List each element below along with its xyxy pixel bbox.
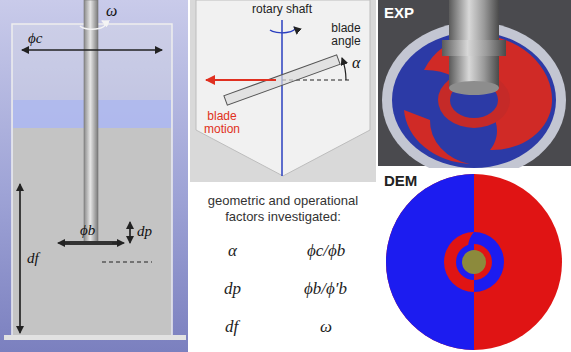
factor-cell: ϕb/ϕ′b	[304, 279, 347, 299]
dimension-label: ϕb	[80, 222, 95, 239]
dimension-label: ϕc	[28, 30, 42, 47]
angle-symbol: α	[352, 54, 360, 72]
experiment-photo	[378, 0, 571, 178]
factors-box: geometric and operational factors invest…	[190, 183, 376, 352]
dimension-label: dp	[137, 223, 152, 240]
dimension-label: df	[27, 250, 39, 267]
exp-panel: EXP	[378, 0, 571, 166]
part-label: rotary shaft	[252, 3, 312, 16]
factor-cell: ω	[320, 317, 332, 337]
factor-cell: dp	[224, 279, 241, 299]
factor-cell: α	[228, 241, 237, 261]
factor-cell: df	[225, 317, 238, 337]
factors-heading: geometric and operational factors invest…	[198, 193, 368, 224]
blade-angle-sketch	[190, 0, 376, 182]
speed-symbol: ω	[106, 2, 117, 20]
dem-simulation	[378, 168, 571, 352]
panel-tag: DEM	[384, 172, 417, 190]
dem-panel: DEM	[378, 168, 571, 352]
panel-tag: EXP	[384, 4, 414, 22]
mixer-schematic	[0, 0, 188, 352]
factor-cell: ϕc/ϕb	[307, 241, 345, 261]
angle-label: blade angle	[322, 22, 370, 48]
motion-label: blade motion	[198, 110, 246, 136]
